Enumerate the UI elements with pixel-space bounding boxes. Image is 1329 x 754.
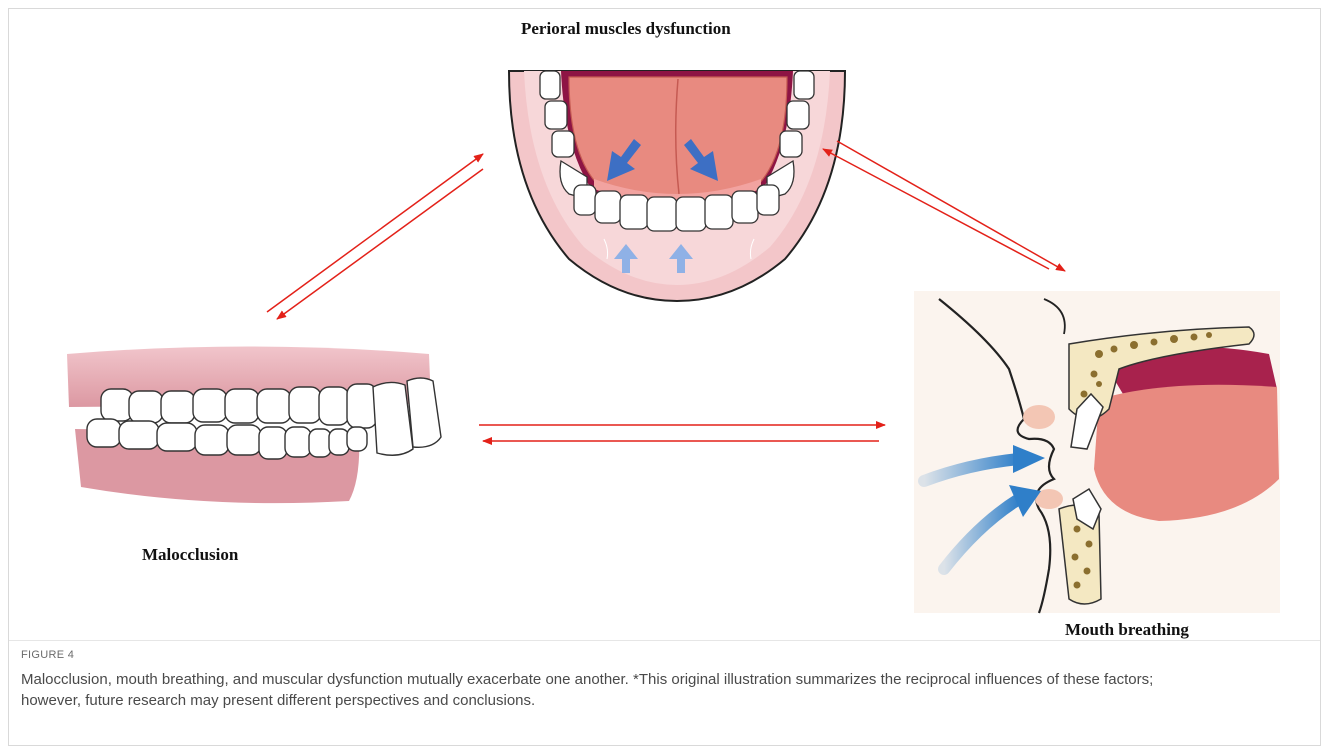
node-label-malocclusion: Malocclusion bbox=[142, 545, 238, 565]
open-mouth-illustration bbox=[509, 71, 845, 301]
node-label-perioral: Perioral muscles dysfunction bbox=[521, 19, 731, 39]
figure-number: FIGURE 4 bbox=[21, 649, 74, 661]
figure-caption-area: FIGURE 4 Malocclusion, mouth breathing, … bbox=[9, 640, 1321, 641]
mouth-breathing-profile-illustration bbox=[914, 291, 1280, 613]
node-label-mouth-breathing: Mouth breathing bbox=[1065, 620, 1189, 640]
arrow-perioral-to-malocclusion bbox=[277, 169, 483, 319]
arrow-malocclusion-to-perioral bbox=[267, 154, 483, 312]
arrow-mouthbreathing-to-perioral bbox=[823, 149, 1049, 269]
arrow-perioral-to-mouthbreathing bbox=[837, 141, 1065, 271]
figure-caption: Malocclusion, mouth breathing, and muscu… bbox=[21, 669, 1201, 711]
figure-frame: Perioral muscles dysfunction Malocclusio… bbox=[8, 8, 1321, 746]
teeth-side-illustration bbox=[67, 347, 441, 504]
